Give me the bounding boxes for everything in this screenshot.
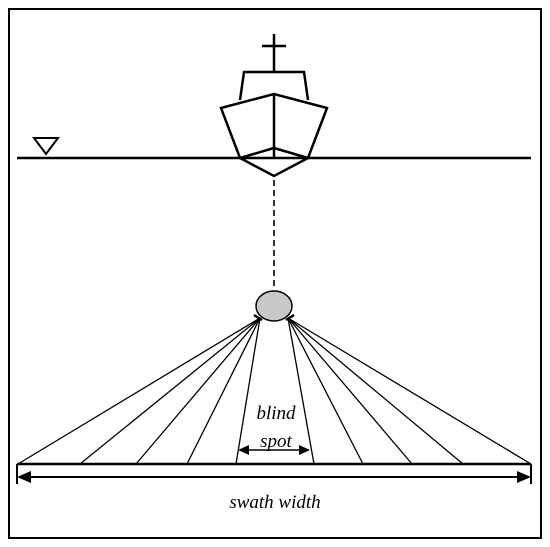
transducer-icon bbox=[255, 290, 293, 322]
sonar-beam-left-1 bbox=[17, 317, 261, 465]
swath-width-label: swath width bbox=[229, 492, 321, 513]
blind-spot-arrow bbox=[238, 445, 310, 455]
sonar-beam-fan bbox=[17, 317, 532, 465]
blind-spot-label-line2: spot bbox=[260, 431, 292, 452]
sonar-beam-right-3 bbox=[287, 317, 413, 465]
sonar-beam-right-4 bbox=[287, 317, 464, 465]
sonar-beam-left-2 bbox=[79, 317, 261, 465]
sonar-beam-left-3 bbox=[135, 317, 261, 465]
figure-border bbox=[8, 8, 542, 539]
sonar-beam-right-2 bbox=[287, 317, 364, 465]
swath-width-arrow bbox=[16, 464, 532, 484]
sonar-beam-left-4 bbox=[186, 317, 261, 465]
transducer-right-tick bbox=[285, 313, 295, 322]
sonar-beam-right-5 bbox=[287, 317, 532, 465]
sonar-beam-left-5 bbox=[235, 317, 261, 465]
transducer-left-tick bbox=[253, 313, 263, 322]
blind-spot-label-line1: blind bbox=[256, 403, 296, 424]
water-level-triangle-icon bbox=[32, 137, 60, 156]
sonar-beam-right-1 bbox=[287, 317, 315, 465]
ship-icon bbox=[219, 34, 329, 178]
